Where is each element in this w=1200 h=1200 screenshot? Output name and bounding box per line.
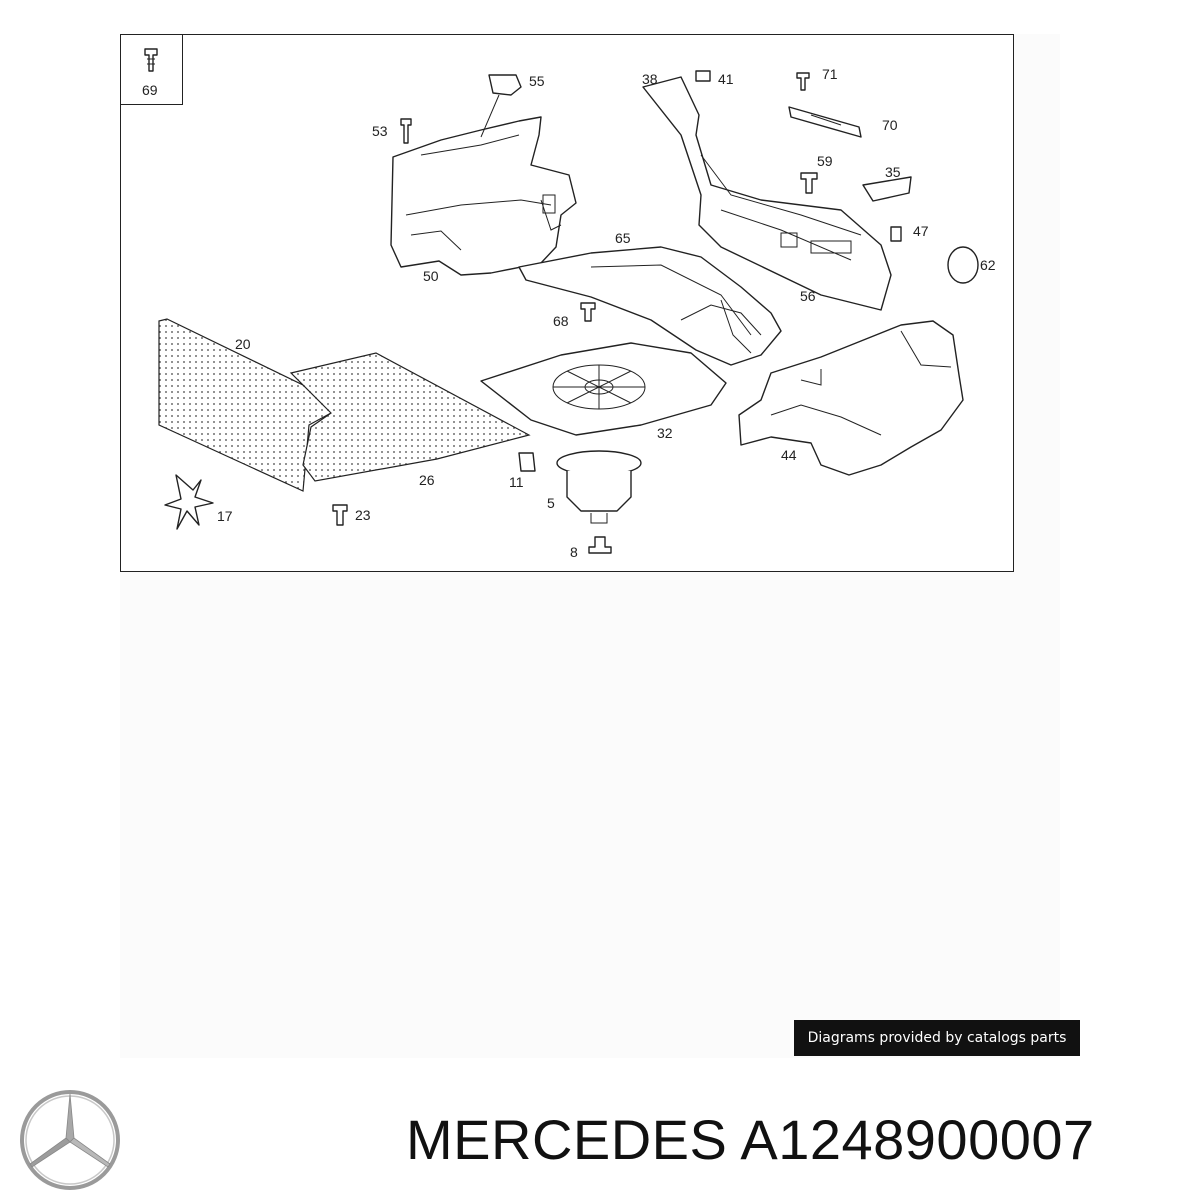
exploded-view-drawing: [144, 48, 979, 554]
callout-53: 53: [372, 123, 388, 139]
callout-70: 70: [882, 117, 898, 133]
part-17-clip: [164, 474, 214, 530]
part-20-side-mat: [158, 318, 337, 492]
callout-8: 8: [570, 544, 578, 560]
mercedes-star-icon: [20, 1090, 120, 1190]
callout-26: 26: [419, 472, 435, 488]
callout-5: 5: [547, 495, 555, 511]
part-44-side-trim: [738, 320, 964, 476]
part-55-bracket: [480, 74, 522, 138]
callout-62: 62: [980, 257, 996, 273]
part-62-cap: [947, 246, 979, 284]
callout-17: 17: [217, 508, 233, 524]
part-23-screw: [332, 504, 348, 526]
callout-68: 68: [553, 313, 569, 329]
callout-38: 38: [642, 71, 658, 87]
part-26-floor-mat: [289, 352, 531, 482]
callout-44: 44: [781, 447, 797, 463]
callout-65: 65: [615, 230, 631, 246]
part-50-side-trim: [390, 116, 577, 276]
part-35-bracket: [862, 176, 912, 202]
callout-55: 55: [529, 73, 545, 89]
part-71-screw: [796, 72, 810, 91]
part-53-bolt: [400, 118, 412, 144]
callout-23: 23: [355, 507, 371, 523]
part-70-strip: [788, 106, 862, 138]
part-59-clip: [800, 172, 818, 194]
part-56-rear-panel: [642, 76, 892, 311]
part-5-storage-bowl: [556, 450, 642, 524]
callout-11: 11: [509, 474, 524, 490]
callout-69: 69: [142, 82, 158, 98]
callout-20: 20: [235, 336, 251, 352]
page-title: MERCEDES A1248900007: [406, 1108, 1095, 1171]
diagram-source-banner: Diagrams provided by catalogs parts: [794, 1020, 1080, 1056]
part-65-parcel-shelf: [518, 246, 782, 366]
parts-diagram: 69 55 53 50 38 41 71 70 59 35 47 62 65 5…: [120, 34, 1014, 572]
part-11-pad: [518, 452, 536, 472]
part-47-clip: [890, 226, 902, 242]
part-68-clip: [580, 302, 596, 322]
callout-56: 56: [800, 288, 816, 304]
callout-59: 59: [817, 153, 833, 169]
callout-50: 50: [423, 268, 439, 284]
callout-71: 71: [822, 66, 838, 82]
callout-32: 32: [657, 425, 673, 441]
part-32-wheel-well-cover: [480, 342, 727, 436]
inset-box: [121, 35, 183, 105]
part-41-clip: [695, 70, 711, 82]
callout-41: 41: [718, 71, 734, 87]
part-8-bolt: [588, 536, 612, 554]
callout-35: 35: [885, 164, 901, 180]
part-69-clip: [144, 48, 158, 72]
callout-47: 47: [913, 223, 929, 239]
